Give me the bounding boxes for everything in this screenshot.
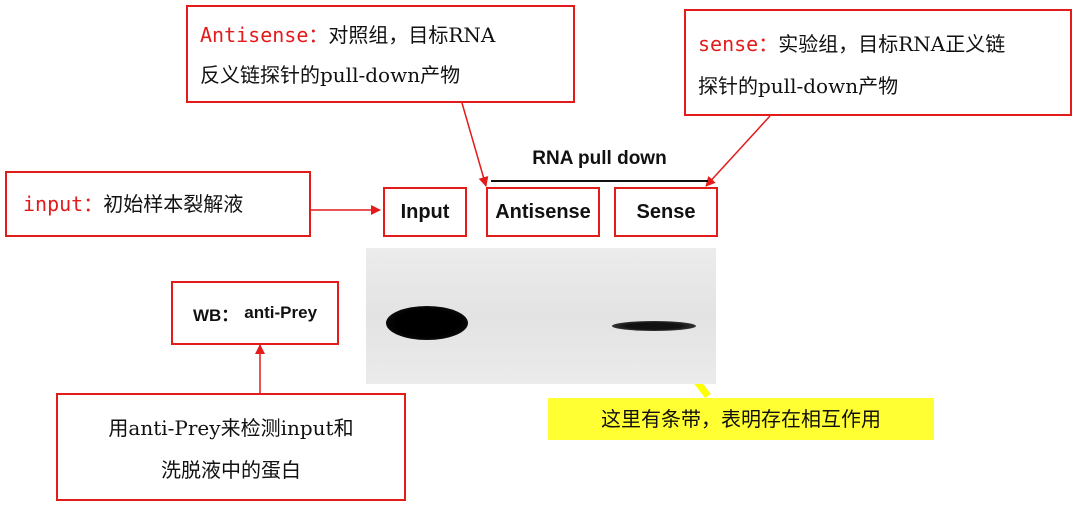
detection-note-line2: 洗脱液中的蛋白 — [161, 458, 301, 482]
lane-label-sense: Sense — [614, 187, 718, 237]
input-note-key: input — [23, 192, 84, 216]
sense-note-key: sense — [698, 32, 759, 56]
input-note: input：初始样本裂解液 — [5, 171, 311, 237]
sense-note-desc: 实验组，目标RNA正义链 — [778, 32, 1006, 56]
antisense-arrow — [461, 102, 489, 187]
antisense-note-key: Antisense — [200, 23, 309, 47]
blot-band-sense — [612, 321, 696, 331]
lane-label-antisense: Antisense — [486, 187, 600, 237]
rna-pull-down-header: RNA pull down — [532, 148, 667, 169]
wb-antibody: anti-Prey — [244, 303, 318, 322]
antisense-note-desc: 对照组，目标RNA — [328, 23, 496, 47]
wb-label: WB： anti-Prey — [171, 281, 339, 345]
antisense-note-colon: ： — [308, 23, 329, 47]
antisense-note-line2: 反义链探针的pull-down产物 — [200, 63, 461, 87]
detection-note: 用anti-Prey来检测input和 洗脱液中的蛋白 — [56, 393, 406, 501]
lane-label-input: Input — [383, 187, 467, 237]
antisense-note: Antisense：对照组，目标RNA 反义链探针的pull-down产物 — [186, 5, 575, 103]
band-conclusion-note: 这里有条带，表明存在相互作用 — [548, 398, 934, 440]
sense-note: sense：实验组，目标RNA正义链 探针的pull-down产物 — [684, 9, 1072, 116]
sense-note-line2: 探针的pull-down产物 — [698, 74, 899, 98]
western-blot-image — [366, 248, 716, 384]
input-note-desc: 初始样本裂解液 — [103, 192, 244, 216]
wb-prefix: WB： — [192, 305, 239, 325]
blot-band-input — [386, 306, 468, 340]
sense-arrow — [705, 115, 771, 187]
detection-note-line1: 用anti-Prey来检测input和 — [108, 416, 354, 440]
sense-note-colon: ： — [758, 32, 779, 56]
input-note-colon: ： — [83, 192, 104, 216]
